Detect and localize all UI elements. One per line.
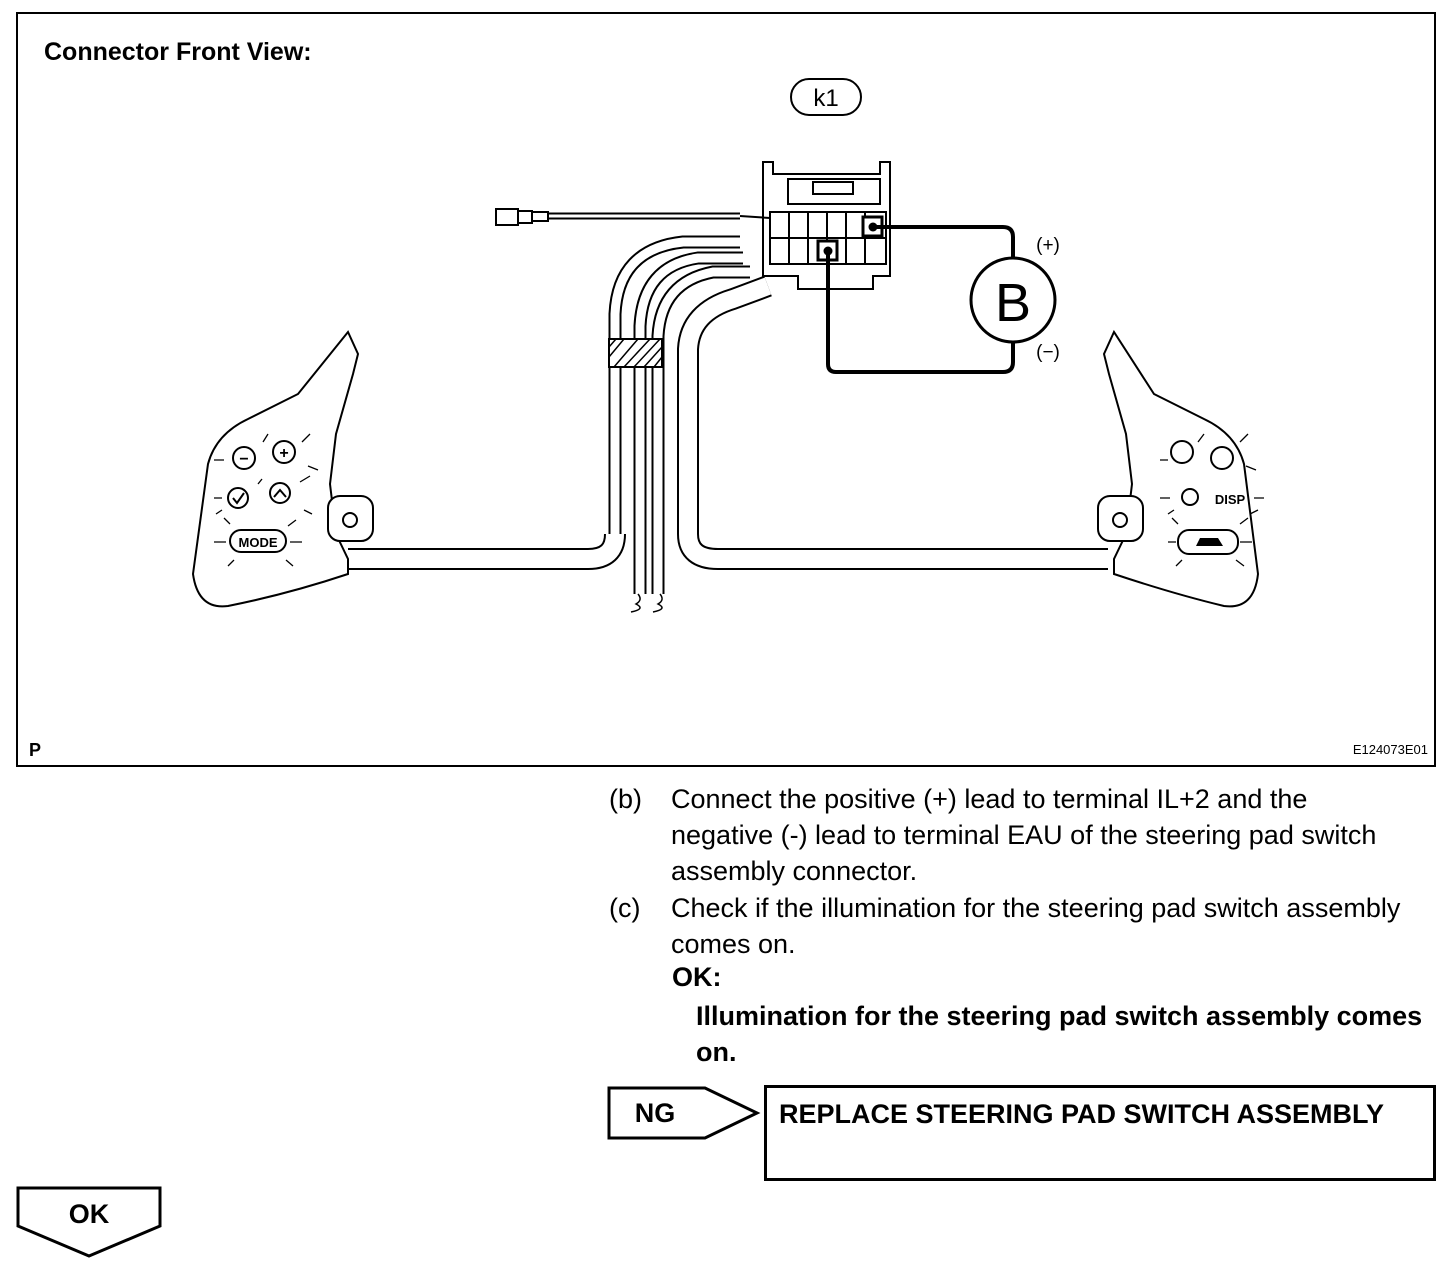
connector-body — [762, 161, 891, 290]
phone-off-button-icon — [1210, 446, 1234, 470]
image-code: E124073E01 — [1352, 742, 1428, 757]
figure-title: Connector Front View: — [44, 38, 312, 66]
check-button-icon — [227, 487, 249, 509]
phone-on-button-icon — [1170, 440, 1194, 464]
harness-plug — [495, 208, 771, 226]
harness-tape — [608, 338, 663, 368]
step-b-text: Connect the positive (+) lead to termina… — [671, 784, 1377, 886]
connector-callout: k1 — [790, 78, 862, 116]
right-steering-pad: DISP — [1097, 329, 1264, 608]
ok-flow-label: OK — [69, 1199, 110, 1229]
negative-label: (−) — [1036, 342, 1060, 363]
step-b-label: (b) — [609, 784, 642, 814]
wiring-harness — [348, 235, 1108, 613]
figure-frame: Connector Front View: k1 B — [16, 12, 1436, 767]
up-button-icon — [269, 482, 291, 504]
battery-label: B — [995, 273, 1031, 333]
mode-label: MODE — [239, 535, 278, 550]
voice-button-icon — [1181, 488, 1199, 506]
ok-criteria: Illumination for the steering pad switch… — [696, 1001, 1423, 1067]
ng-arrow[interactable]: NG — [607, 1086, 767, 1142]
svg-text:−: − — [239, 451, 248, 468]
positive-label: (+) — [1036, 235, 1060, 256]
step-b: (b) Connect the positive (+) lead to ter… — [609, 781, 1429, 891]
left-steering-pad: − + MODE — [191, 330, 374, 608]
battery-symbol — [969, 256, 1057, 344]
step-c: (c) Check if the illumination for the st… — [609, 890, 1429, 964]
ng-label: NG — [635, 1098, 676, 1128]
minus-button-icon — [232, 446, 256, 470]
connector-label: k1 — [813, 85, 838, 112]
ok-heading: OK: — [672, 962, 722, 992]
positive-lead — [873, 225, 1015, 279]
svg-text:+: + — [279, 445, 288, 462]
mode-button-icon — [229, 529, 287, 553]
step-c-label: (c) — [609, 893, 641, 923]
ng-action-box: REPLACE STEERING PAD SWITCH ASSEMBLY — [764, 1085, 1436, 1181]
negative-lead — [826, 251, 1015, 374]
step-c-text: Check if the illumination for the steeri… — [671, 893, 1401, 959]
wiring-diagram: k1 B (+) (−) — [191, 78, 1264, 613]
disp-label: DISP — [1215, 492, 1246, 507]
ng-action-text: REPLACE STEERING PAD SWITCH ASSEMBLY — [779, 1099, 1385, 1129]
plus-button-icon — [272, 440, 296, 464]
plate-letter: P — [29, 740, 42, 760]
ok-arrow[interactable]: OK — [16, 1186, 164, 1260]
